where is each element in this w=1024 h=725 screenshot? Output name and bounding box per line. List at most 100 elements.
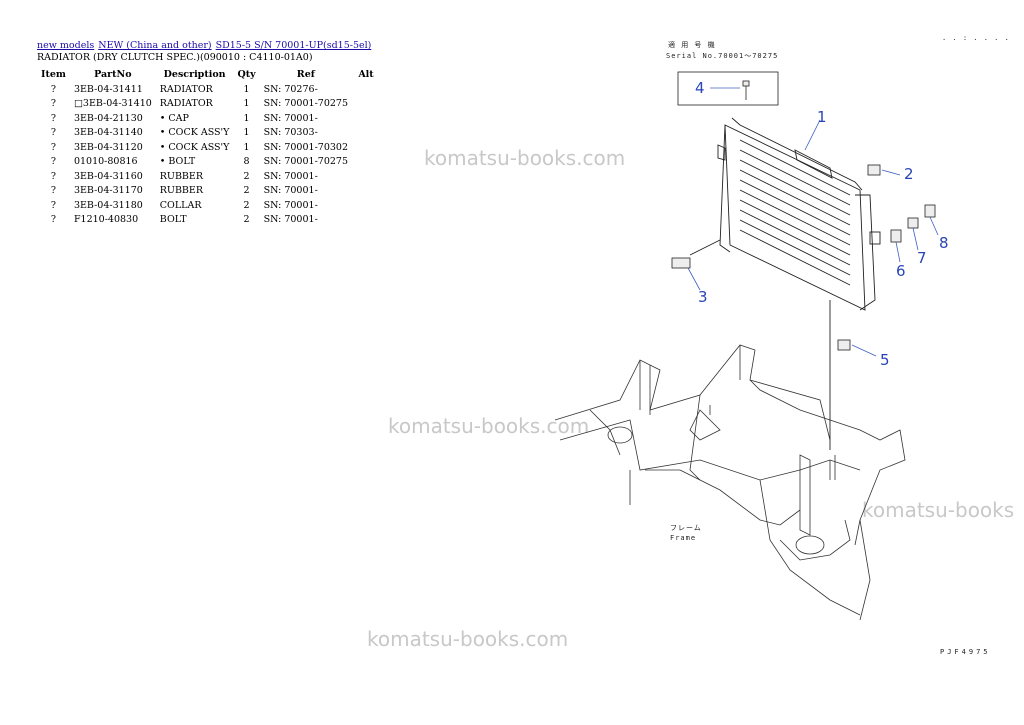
radiator-drawing — [689, 117, 881, 450]
serial-label-jp: 適 用 号 機 — [668, 41, 716, 49]
cell-ref: SN: 70001- — [263, 199, 318, 211]
cell-item: ? — [50, 170, 57, 182]
corner-marks: . . : . . . . — [942, 34, 1010, 42]
cell-desc: • BOLT — [159, 156, 196, 168]
cell-item: ? — [50, 112, 57, 124]
callout-2: 2 — [904, 165, 914, 183]
cell-item: ? — [50, 98, 57, 110]
cell-qty: 1 — [243, 98, 250, 110]
cell-qty: 8 — [243, 156, 250, 168]
breadcrumb-link-new-china[interactable]: NEW (China and other) — [98, 40, 212, 51]
cell-ref: SN: 70276- — [263, 83, 318, 95]
cell-part: 3EB-04-21130 — [73, 112, 143, 124]
cell-alt — [352, 213, 380, 228]
cell-alt — [352, 126, 380, 141]
table-row: ? 3EB-04-31120 • COCK ASS'Y 1 SN: 70001-7030… — [37, 140, 380, 155]
page-title: RADIATOR (DRY CLUTCH SPEC.)(090010 : C41… — [37, 52, 313, 63]
cell-alt — [352, 155, 380, 170]
cell-part: 3EB-04-31120 — [73, 141, 143, 153]
watermark-text: komatsu-books — [862, 498, 1015, 522]
cell-ref: SN: 70001- — [263, 112, 318, 124]
cell-part: 3EB-04-31140 — [73, 127, 143, 139]
cell-ref: SN: 70303- — [263, 127, 318, 139]
table-row: ? 3EB-04-31180 COLLAR 2 SN: 70001- — [37, 198, 380, 213]
table-row: ? 3EB-04-31140 • COCK ASS'Y 1 SN: 70303- — [37, 126, 380, 141]
watermark-text: komatsu-books.com — [388, 414, 590, 438]
exploded-parts-diagram: 1 2 3 4 5 6 7 8 — [554, 71, 949, 621]
frame-drawing — [554, 344, 906, 621]
cell-item: ? — [50, 83, 57, 95]
watermark-text: komatsu-books.com — [424, 146, 626, 170]
table-row: ? 3EB-04-21130 • CAP 1 SN: 70001- — [37, 111, 380, 126]
header-alt: Alt — [358, 68, 374, 80]
cell-qty: 2 — [243, 199, 250, 211]
cell-item: ? — [50, 127, 57, 139]
cell-part: □3EB-04-31410 — [73, 98, 152, 110]
cell-part: 01010-80816 — [73, 156, 138, 168]
cell-desc: RUBBER — [159, 185, 203, 197]
cell-item: ? — [50, 199, 57, 211]
serial-label: Serial No.70001～70275 — [666, 52, 779, 60]
cell-desc: RADIATOR — [159, 98, 213, 110]
small-parts — [671, 80, 936, 351]
cell-alt — [352, 82, 380, 97]
table-row: ? 3EB-04-31160 RUBBER 2 SN: 70001- — [37, 169, 380, 184]
header-description: Description — [163, 68, 226, 80]
header-qty: Qty — [237, 68, 256, 80]
cell-desc: BOLT — [159, 214, 187, 226]
callout-3: 3 — [698, 288, 708, 306]
bolt-detail-box — [677, 71, 779, 106]
header-item: Item — [41, 68, 66, 80]
cell-qty: 1 — [243, 141, 250, 153]
cell-part: F1210-40830 — [73, 214, 139, 226]
cell-desc: • CAP — [159, 112, 189, 124]
cell-ref: SN: 70001- — [263, 185, 318, 197]
cell-alt — [352, 198, 380, 213]
callout-numbers: 1 2 3 4 5 6 7 8 — [695, 79, 949, 369]
table-row: ? 3EB-04-31411 RADIATOR 1 SN: 70276- — [37, 82, 380, 97]
cell-part: 3EB-04-31411 — [73, 83, 143, 95]
breadcrumb-link-new-models[interactable]: new models — [37, 40, 95, 51]
cell-ref: SN: 70001-70275 — [263, 156, 348, 168]
callout-1: 1 — [817, 108, 827, 126]
cell-qty: 1 — [243, 83, 250, 95]
cell-item: ? — [50, 185, 57, 197]
cell-ref: SN: 70001- — [263, 214, 318, 226]
cell-qty: 2 — [243, 185, 250, 197]
table-header-row: Item PartNo Description Qty Ref Alt — [37, 66, 380, 82]
cell-qty: 2 — [243, 170, 250, 182]
cell-ref: SN: 70001-70275 — [263, 98, 348, 110]
header-ref: Ref — [296, 68, 315, 80]
frame-label-jp: フレーム — [670, 524, 702, 532]
parts-table: Item PartNo Description Qty Ref Alt ? 3EB… — [37, 66, 380, 227]
cell-part: 3EB-04-31180 — [73, 199, 143, 211]
cell-alt — [352, 97, 380, 112]
cell-desc: • COCK ASS'Y — [159, 127, 230, 139]
cell-part: 3EB-04-31170 — [73, 185, 143, 197]
cell-desc: • COCK ASS'Y — [159, 141, 230, 153]
callout-5: 5 — [880, 351, 890, 369]
cell-item: ? — [50, 141, 57, 153]
breadcrumb-link-sd15-5[interactable]: SD15-5 S/N 70001-UP(sd15-5el) — [215, 40, 372, 51]
leader-lines — [687, 87, 939, 357]
cell-part: 3EB-04-31160 — [73, 170, 143, 182]
cell-desc: RUBBER — [159, 170, 203, 182]
cell-alt — [352, 169, 380, 184]
cell-qty: 1 — [243, 112, 250, 124]
callout-4: 4 — [695, 79, 705, 97]
cell-alt — [352, 184, 380, 199]
callout-7: 7 — [917, 249, 927, 267]
cell-ref: SN: 70001- — [263, 170, 318, 182]
cell-ref: SN: 70001-70302 — [263, 141, 348, 153]
frame-label: Frame — [670, 534, 697, 542]
cell-item: ? — [50, 214, 57, 226]
cell-desc: RADIATOR — [159, 83, 213, 95]
table-row: ? 3EB-04-31170 RUBBER 2 SN: 70001- — [37, 184, 380, 199]
cell-desc: COLLAR — [159, 199, 202, 211]
watermark-text: komatsu-books.com — [367, 627, 569, 651]
cell-alt — [352, 140, 380, 155]
cell-qty: 1 — [243, 127, 250, 139]
